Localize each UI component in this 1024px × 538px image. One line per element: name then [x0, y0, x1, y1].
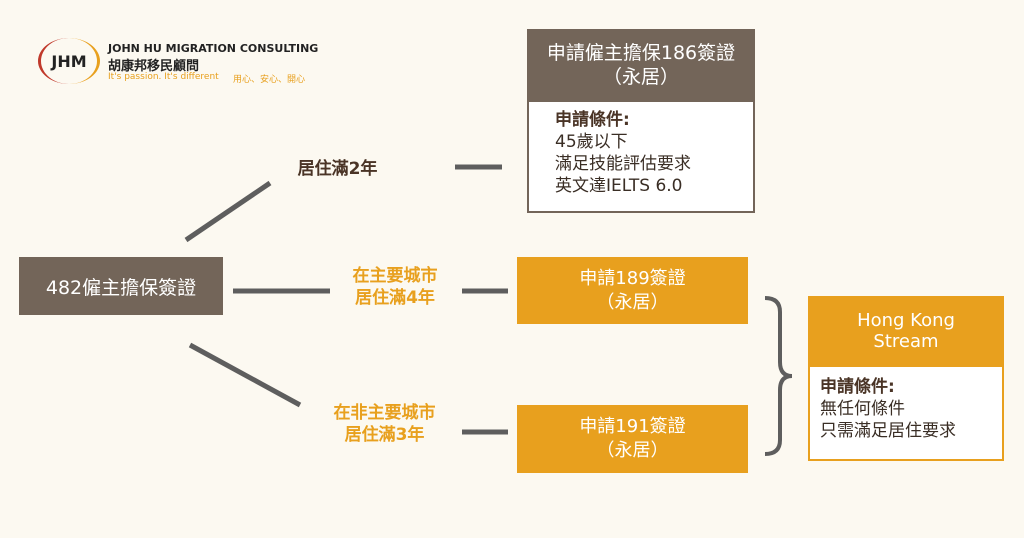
condition-line: 在主要城市: [352, 266, 438, 286]
condition-line: 居住滿3年: [344, 425, 425, 445]
hk-stream-header: Hong Kong Stream: [808, 296, 1004, 365]
connector-line: [184, 180, 272, 243]
visa-191-title: 申請191簽證: [579, 416, 686, 437]
requirement: 只需滿足居住要求: [820, 421, 956, 441]
visa-186-sub: （永居）: [602, 65, 679, 88]
hk-title: Hong Kong: [857, 309, 955, 331]
connector-line: [188, 342, 302, 408]
requirement: 英文達IELTS 6.0: [555, 176, 683, 196]
logo: JHM JOHN HU MIGRATION CONSULTING 胡康邦移民顧問…: [38, 36, 328, 88]
logo-mark: JHM: [38, 38, 100, 84]
condition-line: 居住滿4年: [355, 288, 435, 308]
logo-slogan-zh: 用心、安心、開心: [233, 75, 306, 85]
requirement: 無任何條件: [820, 399, 905, 419]
requirement: 45歲以下: [555, 132, 628, 152]
start-visa-box: 482僱主擔保簽證: [19, 257, 223, 315]
visa-186-header: 申請僱主擔保186簽證 （永居）: [527, 29, 755, 100]
start-visa-label: 482僱主擔保簽證: [45, 276, 197, 299]
hk-title: Stream: [873, 330, 939, 352]
visa-189-title: 申請189簽證: [579, 267, 686, 289]
hk-requirements: 申請條件: 無任何條件 只需滿足居住要求: [808, 365, 1004, 461]
req-title: 申請條件:: [555, 110, 630, 130]
branch2-condition: 在主要城市 居住滿4年: [330, 265, 460, 309]
branch1-condition: 居住滿2年: [297, 159, 378, 179]
condition-line: 在非主要城市: [333, 403, 436, 423]
logo-slogan-en: It's passion. It's different: [108, 72, 219, 82]
logo-name-zh: 胡康邦移民顧問: [108, 59, 200, 74]
brace: [764, 296, 793, 456]
visa-186-requirements: 申請條件: 45歲以下 滿足技能評估要求 英文達IELTS 6.0: [527, 100, 755, 213]
logo-name-en: JOHN HU MIGRATION CONSULTING: [108, 42, 319, 55]
requirement: 滿足技能評估要求: [555, 154, 691, 174]
visa-191-sub: （永居）: [596, 440, 669, 461]
visa-186-title: 申請僱主擔保186簽證: [546, 41, 736, 64]
visa-189-box: 申請189簽證 （永居）: [517, 257, 748, 324]
req-title: 申請條件:: [820, 377, 895, 397]
branch3-condition: 在非主要城市 居住滿3年: [312, 402, 457, 446]
visa-189-sub: （永居）: [596, 291, 669, 313]
visa-191-box: 申請191簽證 （永居）: [517, 405, 748, 473]
